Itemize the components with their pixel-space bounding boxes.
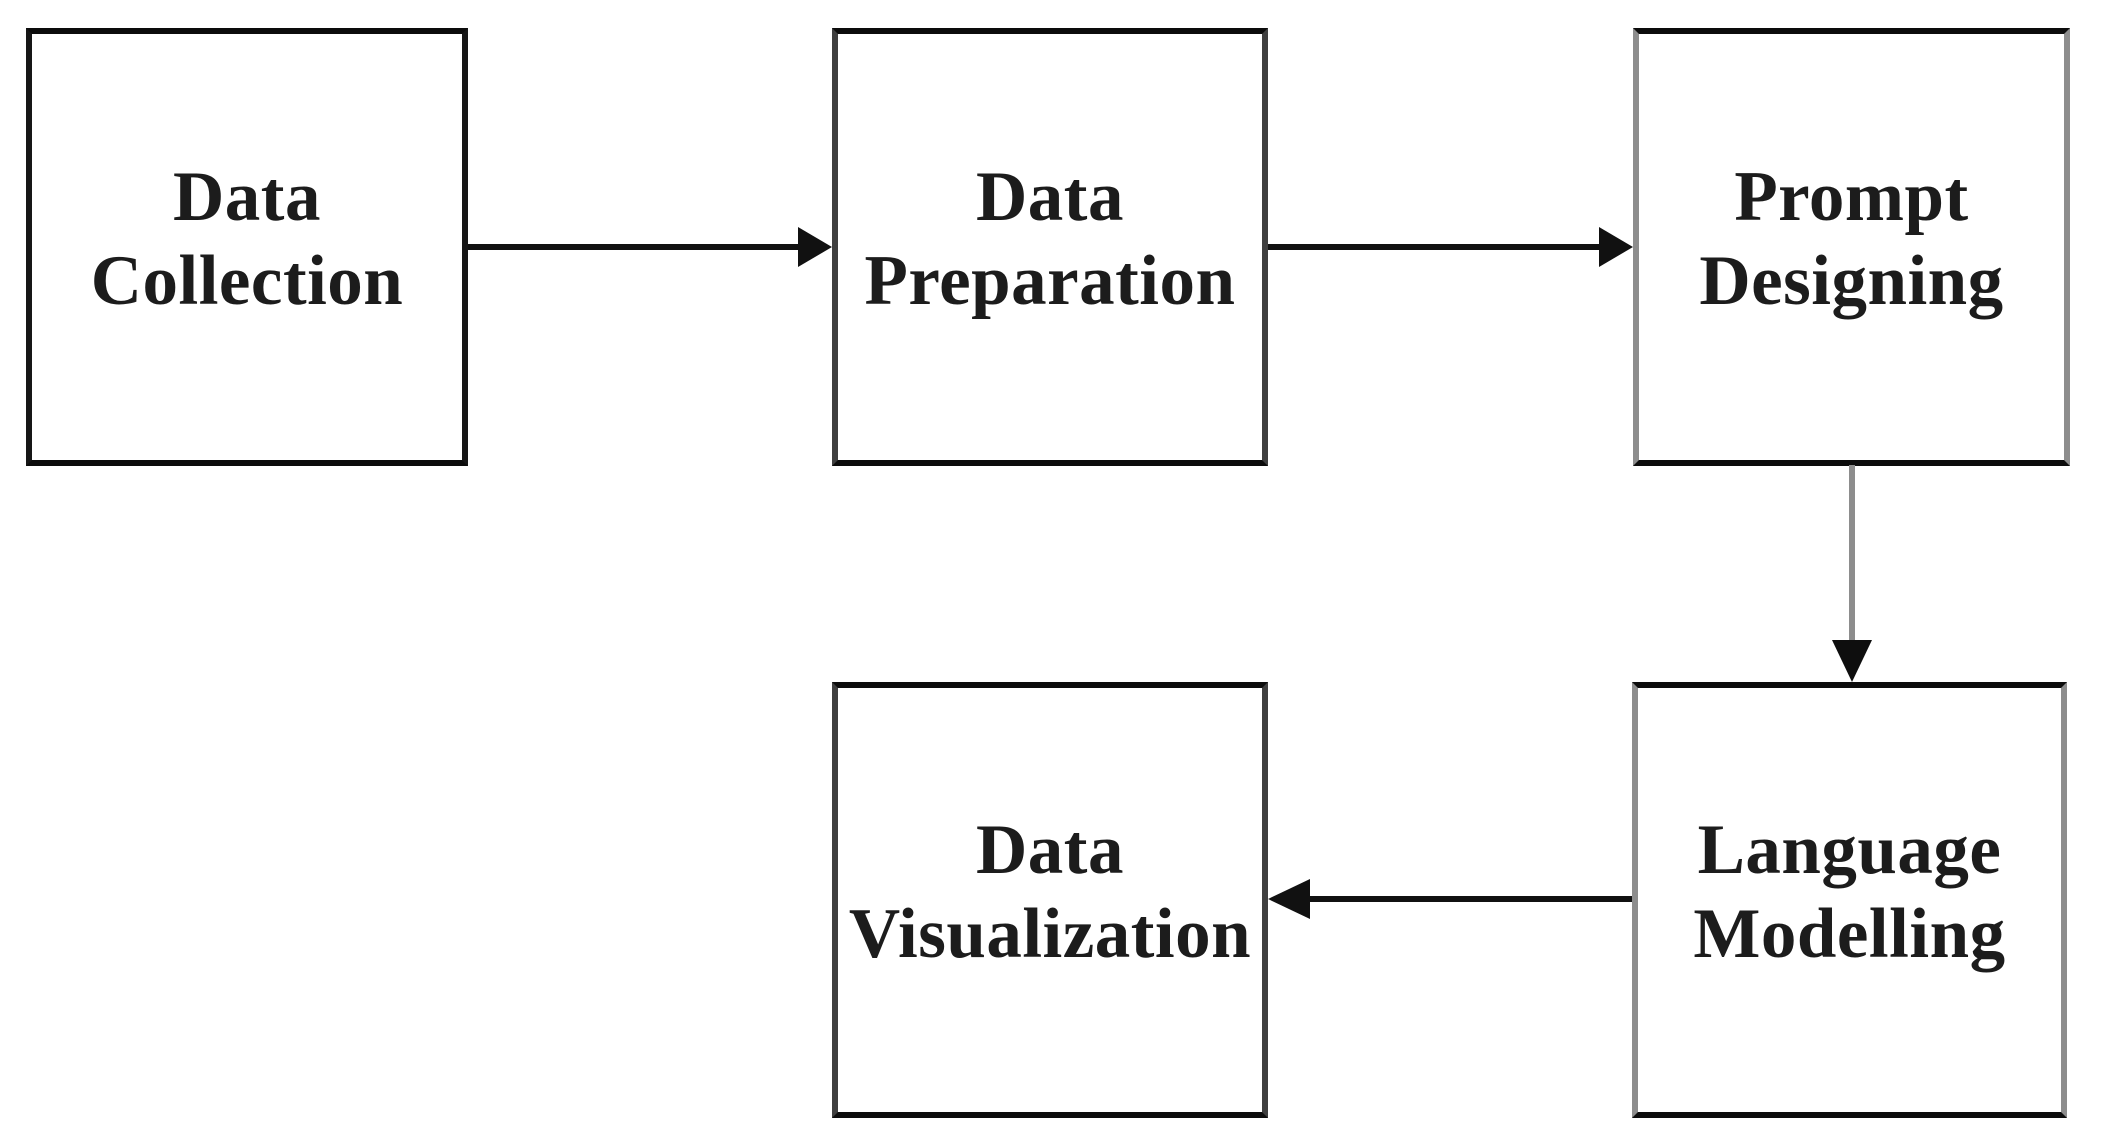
node-data-preparation-label: Data Preparation xyxy=(864,158,1236,320)
edge-modelling-to-visualization-arrowhead xyxy=(1268,879,1310,919)
node-prompt-designing-label: Prompt Designing xyxy=(1699,158,2004,320)
node-language-modelling: Language Modelling xyxy=(1632,682,2067,1118)
edge-prompt-to-modelling-line xyxy=(1849,465,1855,651)
edge-modelling-to-visualization-line xyxy=(1308,896,1632,902)
node-data-visualization: Data Visualization xyxy=(832,682,1268,1118)
edge-prompt-to-modelling-arrowhead xyxy=(1832,640,1872,682)
node-data-collection: Data Collection xyxy=(26,28,468,466)
edge-preparation-to-prompt-line xyxy=(1268,244,1601,250)
node-language-modelling-label: Language Modelling xyxy=(1693,811,2006,973)
edge-preparation-to-prompt-arrowhead xyxy=(1599,227,1633,267)
node-data-collection-label: Data Collection xyxy=(90,158,404,320)
node-data-visualization-label: Data Visualization xyxy=(848,811,1252,973)
node-prompt-designing: Prompt Designing xyxy=(1633,28,2070,466)
edge-collection-to-preparation-line xyxy=(468,244,800,250)
node-data-preparation: Data Preparation xyxy=(832,28,1268,466)
edge-collection-to-preparation-arrowhead xyxy=(798,227,832,267)
